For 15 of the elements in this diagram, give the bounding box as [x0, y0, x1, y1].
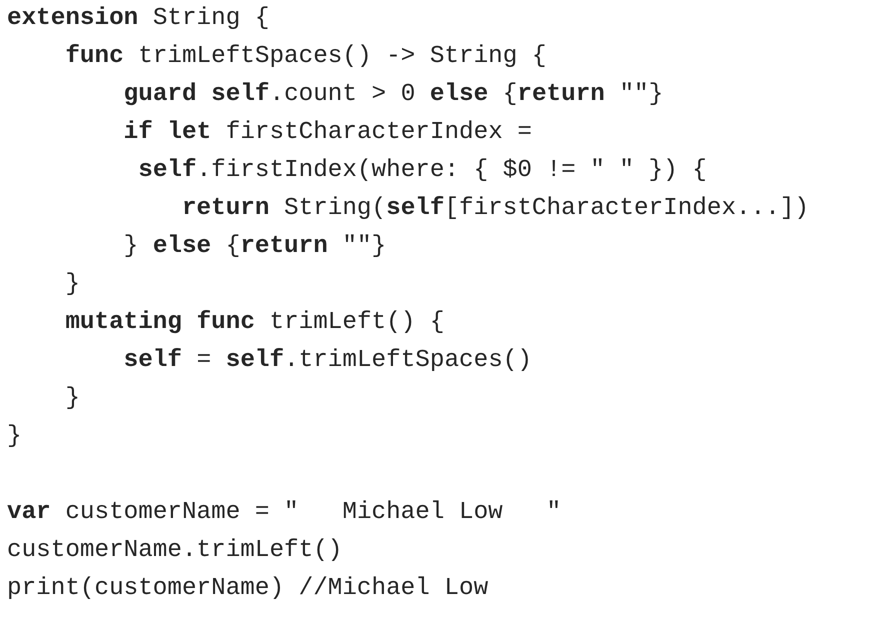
- code-line: if let firstCharacterIndex =: [122, 118, 532, 148]
- code-line: self = self.trimLeftSpaces(): [122, 346, 532, 376]
- code-line: }: [64, 384, 80, 414]
- code-line: mutating func trimLeft() {: [64, 308, 444, 338]
- code-line: guard self.count > 0 else {return ""}: [122, 80, 664, 110]
- code-line: }: [7, 422, 22, 452]
- code-line: }: [64, 270, 80, 300]
- code-line: } else {return ""}: [122, 232, 386, 262]
- code-line: func trimLeftSpaces() -> String {: [64, 42, 546, 72]
- code-line: customerName.trimLeft(): [7, 536, 342, 566]
- code-line: extension String {: [7, 4, 270, 34]
- code-line: self.firstIndex(where: { $0 != " " }) {: [137, 156, 707, 186]
- code-line: print(customerName) //Michael Low: [7, 574, 488, 604]
- code-line: var customerName = " Michael Low ": [7, 498, 562, 528]
- code-line: return String(self[firstCharacterIndex...]): [180, 194, 809, 224]
